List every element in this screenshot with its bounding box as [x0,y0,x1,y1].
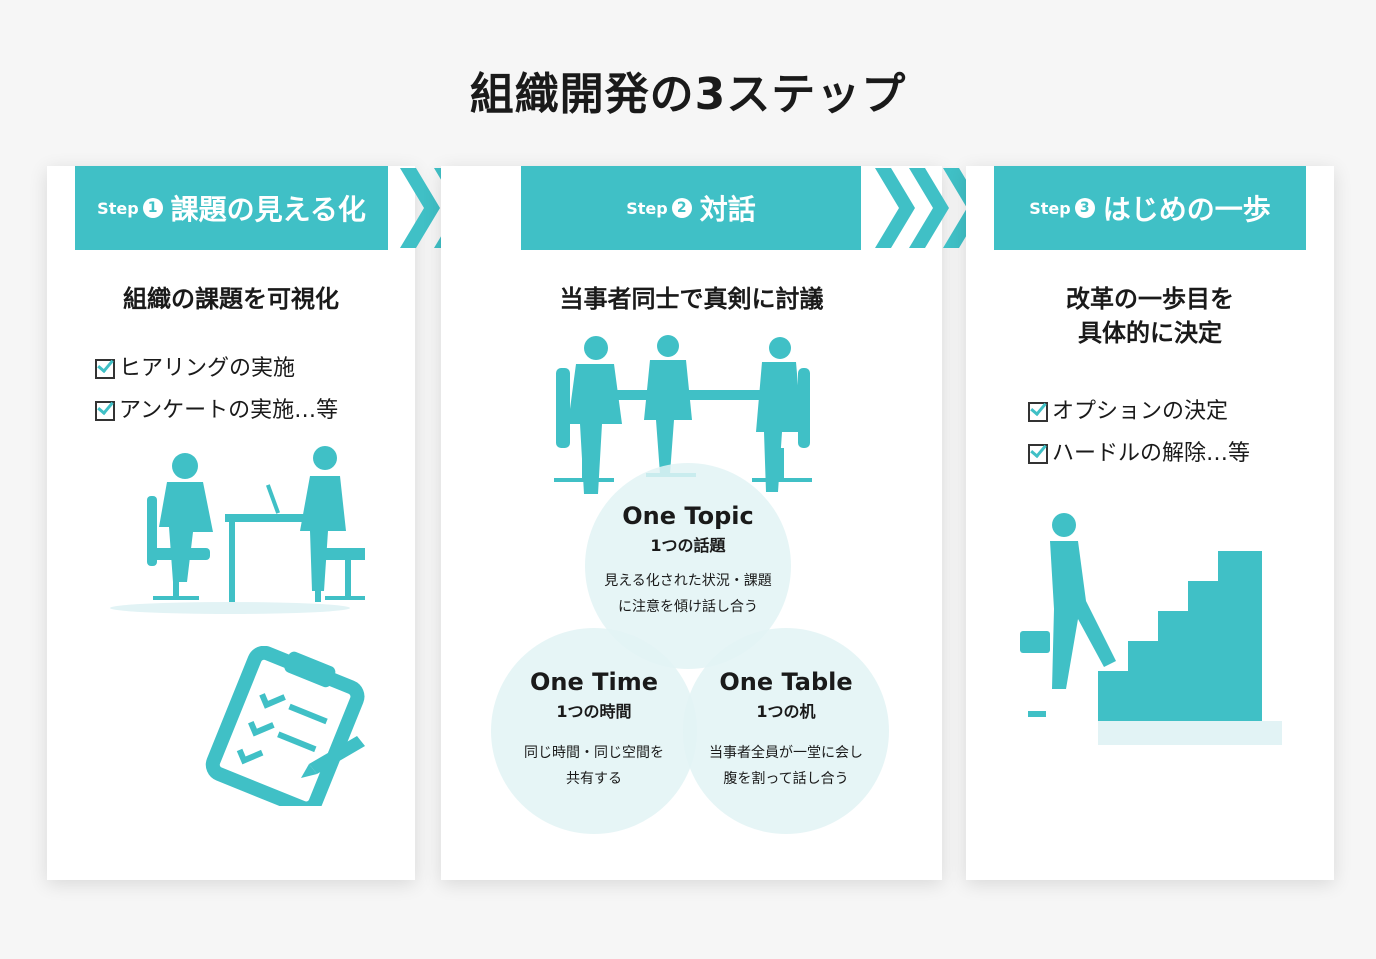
list-item: ヒアリングの実施 [95,348,338,390]
step3-header-text: はじめの一歩 [1102,193,1271,226]
step1-list: ヒアリングの実施 アンケートの実施…等 [95,348,338,432]
step3-subtitle-line: 改革の一歩目を [1066,285,1234,313]
venn-topic-en: One Topic [622,502,754,530]
step2-subtitle-line: 当事者同士で真剣に討議 [559,285,824,313]
step3-subtitle: 改革の一歩目を 具体的に決定 [966,282,1334,350]
step1-number: 1 [142,198,163,218]
venn-topic-ja: 1つの話題 [650,536,726,555]
venn-time-en: One Time [529,668,658,696]
venn-time-text: One Time 1つの時間 同じ時間・同じ空間を 共有する [494,668,694,792]
venn-table-ja: 1つの机 [756,702,816,721]
step3-card: Step 3 はじめの一歩 改革の一歩目を 具体的に決定 オプションの決定 ハー… [966,166,1334,880]
venn-topic-desc: 見える化された状況・課題 に注意を傾け話し合う [604,573,772,615]
venn-table-desc: 当事者全員が一堂に会し 腹を割って話し合う [709,745,863,787]
list-item: ハードルの解除…等 [1028,433,1250,475]
page-title: 組織開発の3ステップ [469,69,907,120]
step1-step-label: Step [97,198,139,218]
venn-circle-topic [585,463,791,669]
step2-card: Step 2 対話 当事者同士で真剣に討議 [441,166,942,880]
step1-subtitle-line: 組織の課題を可視化 [123,285,339,313]
checkbox-icon [95,401,115,421]
venn-circle-time [491,628,697,834]
checkbox-icon [95,359,115,379]
venn-topic-text: One Topic 1つの話題 見える化された状況・課題 に注意を傾け話し合う [588,502,788,620]
clipboard-icon [205,646,365,806]
step3-number: 3 [1074,198,1095,218]
checkbox-icon [1028,402,1048,422]
step3-step-label: Step [1029,198,1071,218]
step2-subtitle: 当事者同士で真剣に討議 [441,282,942,316]
step2-header-text: 対話 [699,193,756,226]
venn-time-desc: 同じ時間・同じ空間を 共有する [524,745,664,787]
venn-circle-table [683,628,889,834]
step1-subtitle: 組織の課題を可視化 [47,282,415,316]
list-item: アンケートの実施…等 [95,390,338,432]
step1-header: Step 1 課題の見える化 [75,166,388,250]
step2-step-label: Step [626,198,668,218]
checkbox-icon [1028,444,1048,464]
venn-diagram [491,463,889,834]
step1-header-text: 課題の見える化 [170,193,366,226]
interview-illustration-icon [110,446,365,614]
meeting-illustration-icon [554,335,812,494]
venn-time-ja: 1つの時間 [556,702,632,721]
venn-table-en: One Table [719,668,853,696]
step2-number: 2 [671,198,692,218]
step1-card: Step 1 課題の見える化 組織の課題を可視化 ヒアリングの実施 アンケートの… [47,166,415,880]
step2-header: Step 2 対話 [521,166,861,250]
step3-header: Step 3 はじめの一歩 [994,166,1306,250]
stairs-illustration-icon [1020,513,1282,745]
step3-subtitle-line: 具体的に決定 [1078,319,1222,347]
list-item: オプションの決定 [1028,391,1250,433]
venn-table-text: One Table 1つの机 当事者全員が一堂に会し 腹を割って話し合う [686,668,886,792]
step3-list: オプションの決定 ハードルの解除…等 [1028,391,1250,475]
